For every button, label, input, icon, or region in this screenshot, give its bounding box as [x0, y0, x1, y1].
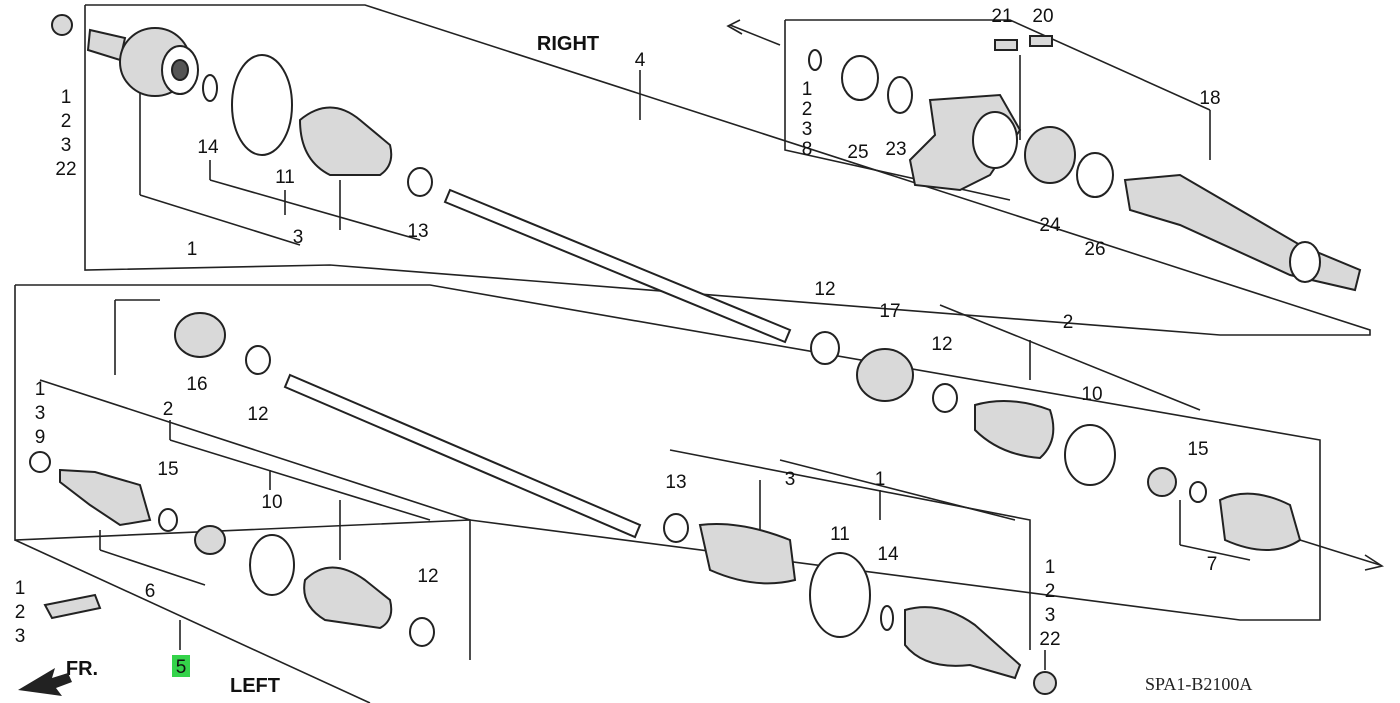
highlight-box: [172, 655, 190, 677]
label-r-26: 26: [1084, 239, 1105, 260]
label-r-23: 23: [885, 139, 906, 160]
label-l-stack2-1: 2: [15, 602, 26, 623]
right-title: RIGHT: [537, 33, 599, 55]
label-b-3: 3: [785, 469, 796, 490]
label-b-1: 1: [875, 469, 886, 490]
label-l-15: 15: [157, 459, 178, 480]
label-b-stack-0: 1: [1045, 557, 1056, 578]
left-shaft: [29, 312, 1057, 695]
label-l-12a: 12: [247, 404, 268, 425]
label-r-11: 11: [275, 167, 295, 188]
label-r-stack2-3: 8: [802, 139, 813, 160]
label-r-stack1-3: 22: [55, 159, 76, 180]
label-l-stack1-0: 1: [35, 379, 46, 400]
left-title: LEFT: [230, 675, 280, 697]
label-r-stack1-1: 2: [61, 111, 72, 132]
label-r-stack2-2: 3: [802, 119, 813, 140]
label-m-7: 7: [1207, 554, 1218, 575]
label-r-4: 4: [635, 50, 646, 71]
label-b-11: 11: [830, 524, 850, 545]
frame-lines: [14, 4, 1385, 703]
label-l-stack1-2: 9: [35, 427, 46, 448]
label-b-14: 14: [877, 544, 899, 565]
label-m-12b: 12: [931, 334, 952, 355]
front-arrow-icon: [18, 668, 72, 696]
label-r-20: 20: [1032, 6, 1053, 27]
label-m-2: 2: [1063, 312, 1074, 333]
label-l-10: 10: [261, 492, 282, 513]
label-b-stack-2: 3: [1045, 605, 1056, 626]
label-r-stack2-0: 1: [802, 79, 813, 100]
label-r-stack2-1: 2: [802, 99, 813, 120]
diagram-code: SPA1-B2100A: [1145, 674, 1252, 694]
label-l-6: 6: [145, 581, 156, 602]
label-r-stack1-2: 3: [61, 135, 72, 156]
label-l-stack2-0: 1: [15, 578, 26, 599]
label-l-stack1-1: 3: [35, 403, 46, 424]
label-r-24: 24: [1039, 215, 1061, 236]
label-r-18: 18: [1199, 88, 1220, 109]
label-l-12b: 12: [417, 566, 438, 587]
label-l-16: 16: [186, 374, 207, 395]
label-m-12a: 12: [814, 279, 835, 300]
label-r-25: 25: [847, 142, 868, 163]
label-l-stack2-2: 3: [15, 626, 26, 647]
labels: RIGHT LEFT FR. SPA1-B2100A 1 2 3 22 14 1…: [15, 6, 1253, 697]
label-b-13: 13: [665, 472, 686, 493]
label-b-stack-3: 22: [1039, 629, 1060, 650]
label-l-2: 2: [163, 399, 174, 420]
label-m-10: 10: [1081, 384, 1102, 405]
right-shaft: [51, 14, 1362, 344]
label-r-1: 1: [187, 239, 198, 260]
label-r-stack1-0: 1: [61, 87, 72, 108]
label-b-stack-1: 2: [1045, 581, 1056, 602]
label-m-17: 17: [879, 301, 900, 322]
label-r-21: 21: [991, 6, 1012, 27]
label-r-13: 13: [407, 221, 428, 242]
front-direction-label: FR.: [66, 658, 98, 680]
label-r-14: 14: [197, 137, 219, 158]
label-m-15: 15: [1187, 439, 1208, 460]
label-r-3: 3: [293, 227, 304, 248]
middle-parts: [810, 331, 1302, 551]
label-l-5: 5: [176, 657, 187, 678]
